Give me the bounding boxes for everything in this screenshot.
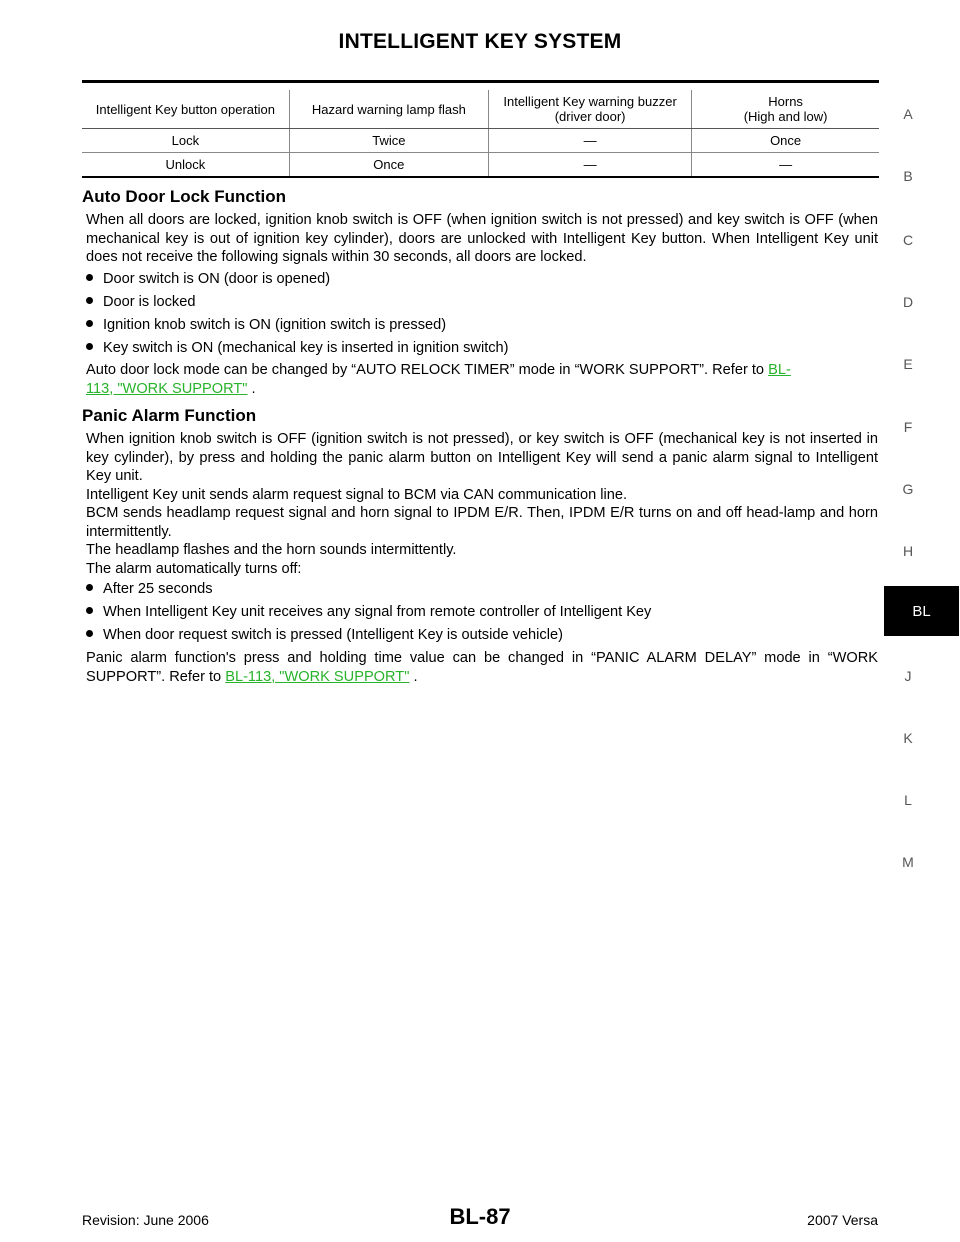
bullet-icon — [86, 342, 93, 350]
page-title: INTELLIGENT KEY SYSTEM — [338, 30, 622, 53]
table-header-cell: Intelligent Key warning buzzer (driver d… — [487, 90, 692, 129]
work-support-link[interactable]: BL-113, "WORK SUPPORT" — [86, 362, 791, 397]
auto-door-lock-intro: When all doors are locked, ignition knob… — [86, 212, 878, 265]
index-tab-b[interactable]: B — [903, 168, 913, 184]
panic-alarm-text: BCM sends headlamp request signal and ho… — [86, 505, 878, 540]
index-tab-d[interactable]: D — [902, 294, 914, 310]
table-cell: Lock — [82, 128, 290, 153]
list-item: After 25 seconds — [86, 580, 878, 599]
table-cell: Twice — [288, 128, 489, 153]
bullet-icon — [86, 629, 93, 637]
table-cell: Unlock — [82, 152, 290, 178]
index-tab-f[interactable]: F — [903, 419, 913, 435]
index-tab-e[interactable]: E — [903, 356, 913, 372]
table-row: Lock Twice — Once — [82, 128, 879, 153]
header-rule — [82, 80, 879, 83]
bullet-icon — [86, 583, 93, 591]
table-cell: Once — [691, 128, 879, 153]
bullet-icon — [86, 319, 93, 327]
table-cell: Once — [288, 152, 489, 178]
panic-alarm-text: Intelligent Key unit sends alarm request… — [86, 486, 628, 503]
panic-alarm-text: The alarm automatically turns off: — [86, 560, 302, 577]
list-item: When door request switch is pressed (Int… — [86, 626, 878, 645]
section-heading-panic-alarm: Panic Alarm Function — [82, 406, 257, 425]
index-tab-m[interactable]: M — [902, 854, 914, 870]
footer-revision: Revision: June 2006 — [82, 1212, 209, 1228]
index-tab-g[interactable]: G — [902, 481, 914, 497]
table-header-row: Intelligent Key button operation Hazard … — [82, 90, 879, 129]
table-cell: — — [691, 152, 879, 178]
button-operation-table: Intelligent Key button operation Hazard … — [82, 90, 879, 178]
panic-alarm-text: The headlamp flashes and the horn sounds… — [86, 542, 457, 558]
bullet-icon — [86, 273, 93, 281]
bullet-icon — [86, 606, 93, 614]
section-heading-auto-door-lock: Auto Door Lock Function — [82, 187, 286, 206]
list-item: When Intelligent Key unit receives any s… — [86, 603, 878, 622]
panic-alarm-intro: When ignition knob switch is OFF (igniti… — [86, 431, 878, 484]
bullet-icon — [86, 296, 93, 304]
index-tab-k[interactable]: K — [903, 730, 913, 746]
list-item: Door switch is ON (door is opened) — [86, 270, 878, 289]
index-tab-c[interactable]: C — [902, 232, 914, 248]
table-header-cell: Horns (High and low) — [691, 90, 879, 129]
index-tab-a[interactable]: A — [903, 106, 913, 122]
work-support-link[interactable]: BL-113, "WORK SUPPORT" — [225, 668, 410, 685]
panic-alarm-note: Panic alarm function's press and holding… — [86, 650, 878, 685]
index-tab-l[interactable]: L — [904, 792, 912, 808]
index-tab-j[interactable]: J — [904, 668, 912, 684]
page-number: BL-87 — [449, 1204, 511, 1229]
table-cell: — — [487, 152, 692, 178]
index-tab-h[interactable]: H — [902, 543, 914, 559]
table-cell: — — [487, 128, 692, 153]
auto-door-lock-note: Auto door lock mode can be changed by “A… — [86, 362, 791, 397]
list-item: Key switch is ON (mechanical key is inse… — [86, 339, 878, 358]
table-row: Unlock Once — — — [82, 152, 879, 178]
list-item: Door is locked — [86, 293, 878, 312]
table-header-cell: Hazard warning lamp flash — [288, 90, 489, 129]
table-header-cell: Intelligent Key button operation — [82, 90, 290, 129]
footer-model: 2007 Versa — [807, 1212, 878, 1228]
index-tab-bl-active[interactable]: BL — [884, 586, 959, 636]
list-item: Ignition knob switch is ON (ignition swi… — [86, 316, 878, 335]
